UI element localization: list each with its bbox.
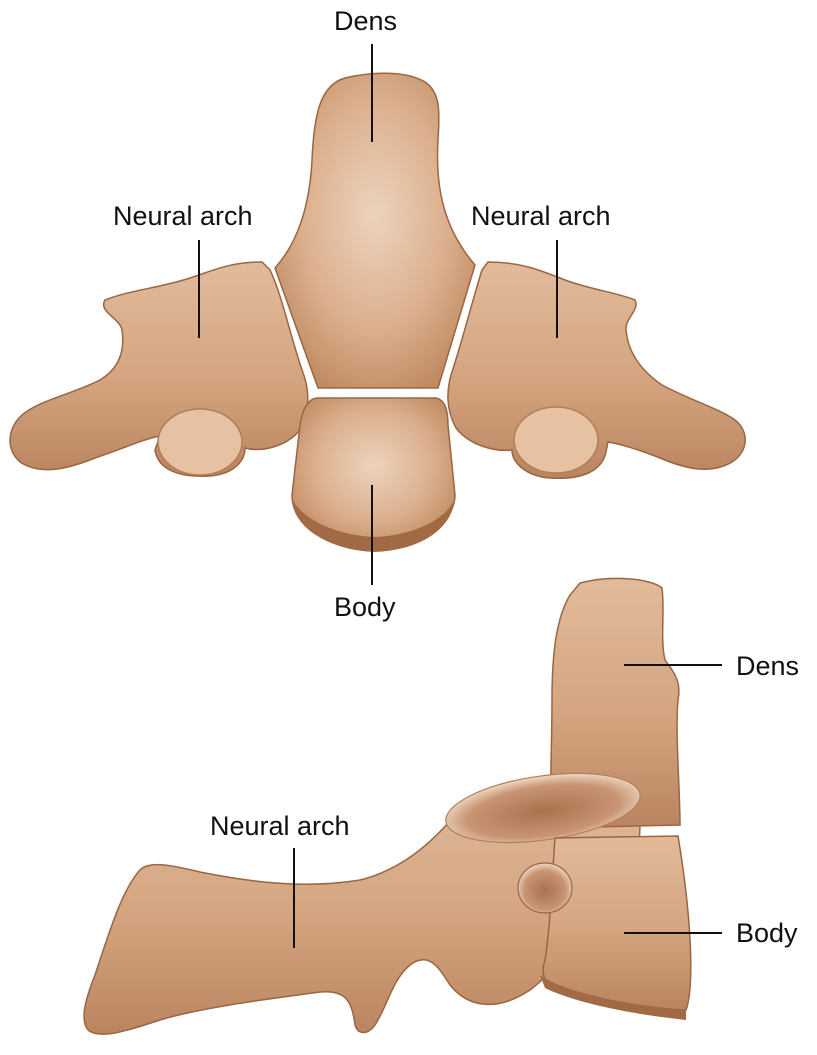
label-body-side: Body: [736, 918, 798, 948]
body-shape-side: [542, 835, 692, 1011]
side-view: [83, 577, 692, 1035]
body-rim-top: [292, 495, 455, 552]
superior-facet-side: [445, 772, 641, 844]
transverse-process-knob: [517, 862, 573, 914]
body-rim-side: [540, 975, 686, 1020]
label-dens-side: Dens: [736, 651, 800, 681]
dens-shape-top: [274, 72, 476, 389]
label-neural-arch-right: Neural arch: [471, 201, 611, 231]
right-lateral-mass-facet: [513, 406, 599, 474]
label-dens-top: Dens: [334, 6, 398, 36]
label-body-top: Body: [334, 592, 396, 622]
left-lateral-mass-facet: [157, 408, 243, 476]
label-neural-arch-side: Neural arch: [210, 811, 350, 841]
dens-shape-side: [549, 577, 681, 829]
label-neural-arch-left: Neural arch: [113, 201, 253, 231]
leader-lines: [198, 44, 722, 948]
top-view: [9, 72, 746, 552]
